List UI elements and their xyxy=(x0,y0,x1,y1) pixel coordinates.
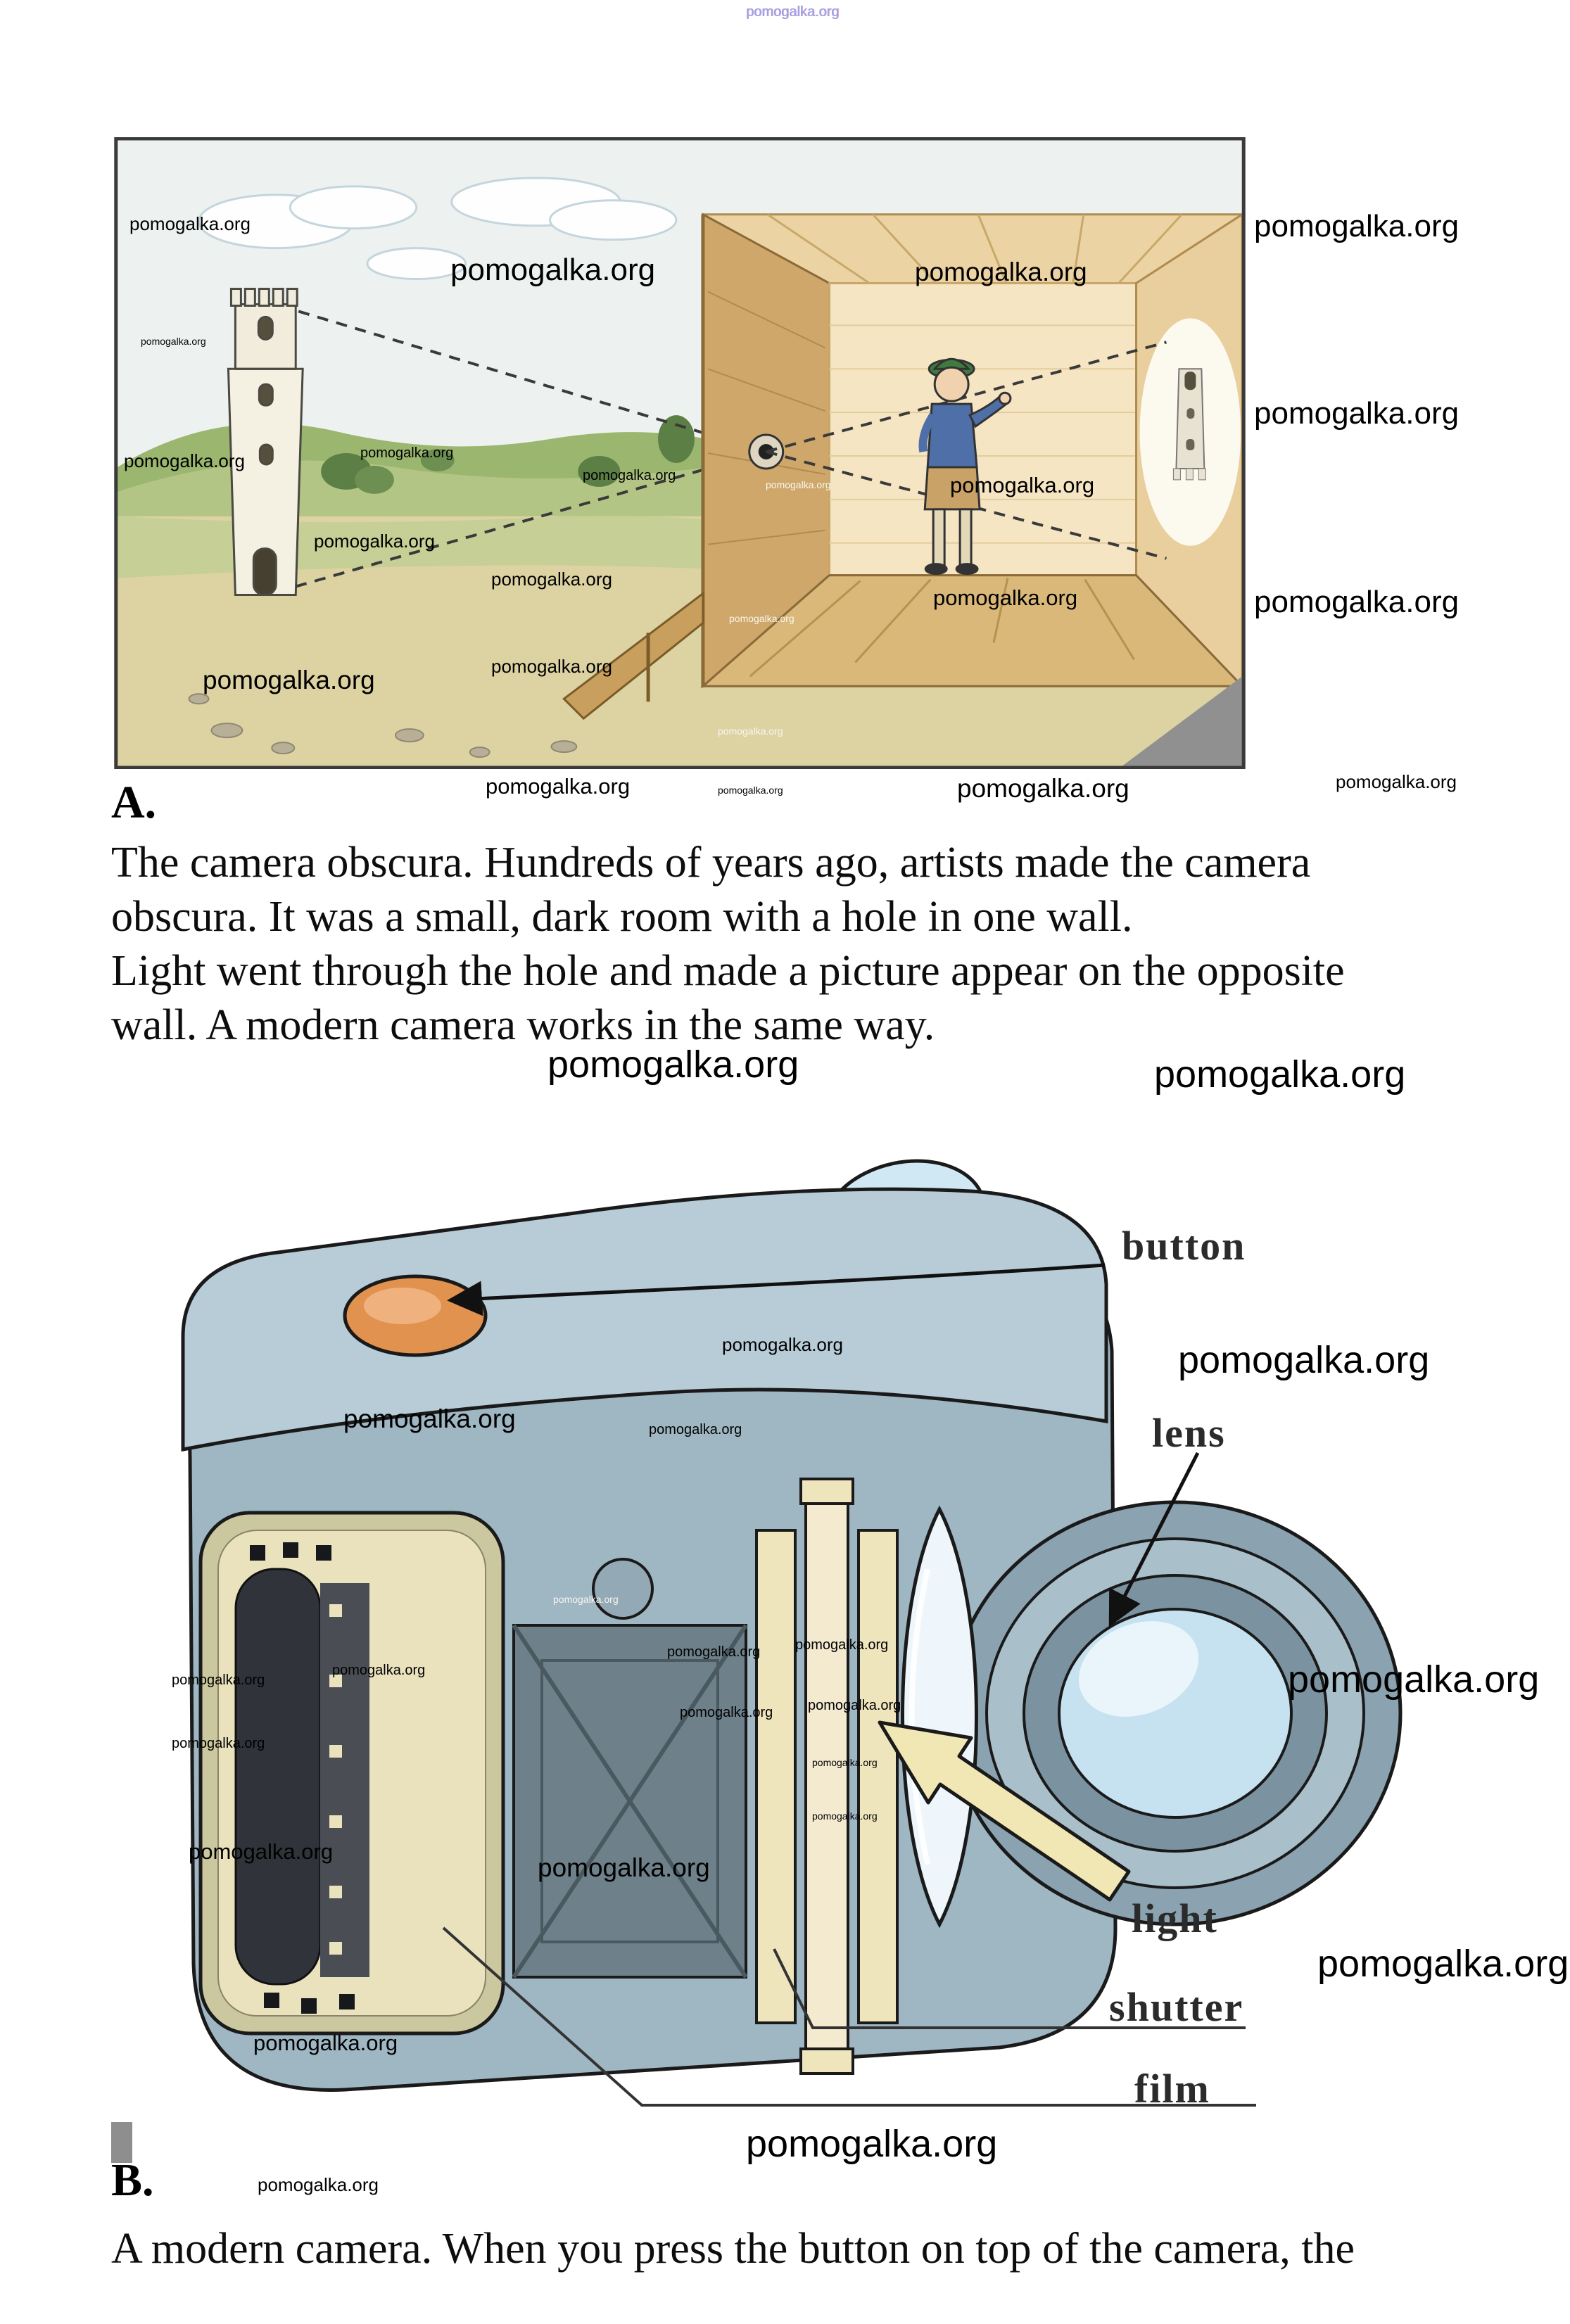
watermark: pomogalka.org xyxy=(812,1810,878,1822)
watermark: pomogalka.org xyxy=(729,613,795,624)
watermark: pomogalka.org xyxy=(957,774,1129,803)
camera-obscura-svg xyxy=(114,137,1246,769)
artist-figure xyxy=(918,357,1012,576)
watermark: pomogalka.org xyxy=(547,1043,799,1086)
watermark: pomogalka.org xyxy=(746,2123,998,2165)
watermark: pomogalka.org xyxy=(915,258,1087,286)
film-spool xyxy=(234,1568,322,1986)
label-leader-lines xyxy=(442,1263,1256,2107)
film-line xyxy=(442,1926,1256,2107)
room-floor xyxy=(699,574,1245,687)
watermark: pomogalka.org xyxy=(258,2174,379,2195)
section-a-line-2: obscura. It was a small, dark room with … xyxy=(111,893,1133,941)
label-film: film xyxy=(1134,2066,1210,2112)
film-strip xyxy=(320,1583,369,1977)
camera-top-deck xyxy=(181,1187,1108,1452)
section-a-paragraph: The camera obscura. Hundreds of years ag… xyxy=(111,836,1345,1053)
watermark: pomogalka.org xyxy=(124,450,245,471)
watermark: pomogalka.org xyxy=(332,1663,426,1678)
camera-obscura-illustration xyxy=(113,137,1247,769)
watermark: pomogalka.org xyxy=(1178,1339,1430,1381)
watermark: pomogalka.org xyxy=(1254,209,1460,243)
shutter-line xyxy=(773,1948,1246,2029)
section-a-line-1: The camera obscura. Hundreds of years ag… xyxy=(111,839,1311,887)
room-back-wall xyxy=(828,282,1138,577)
watermark: pomogalka.org xyxy=(933,585,1078,610)
watermark: pomogalka.org xyxy=(718,725,783,737)
shutter-plates xyxy=(755,1478,899,2075)
clouds xyxy=(198,177,678,281)
watermark: pomogalka.org xyxy=(129,213,251,234)
watermark: pomogalka.org xyxy=(450,253,656,287)
section-a-line-3: Light went through the hole and made a p… xyxy=(111,947,1345,995)
watermark: pomogalka.org xyxy=(1317,1943,1569,1985)
watermark: pomogalka.org xyxy=(314,531,435,552)
watermark: pomogalka.org xyxy=(795,1637,889,1653)
section-b-paragraph: A modern camera. When you press the butt… xyxy=(111,2222,1355,2276)
light-rays-outside xyxy=(295,310,767,588)
label-button: button xyxy=(1122,1223,1246,1269)
watermark: pomogalka.org xyxy=(718,785,783,796)
watermark: pomogalka.org xyxy=(808,1698,901,1713)
watermark: pomogalka.org xyxy=(538,1853,710,1882)
watermark: pomogalka.org xyxy=(141,336,206,347)
section-b-line-1: A modern camera. When you press the butt… xyxy=(111,2225,1355,2273)
shutter-button xyxy=(343,1274,488,1357)
watermark: pomogalka.org xyxy=(343,1404,516,1433)
watermark: pomogalka.org xyxy=(486,774,631,799)
watermark: pomogalka.org xyxy=(812,1757,878,1768)
label-lens: lens xyxy=(1152,1410,1226,1456)
stones xyxy=(188,693,578,758)
projected-image xyxy=(1139,318,1241,546)
watermark: pomogalka.org xyxy=(189,1839,334,1864)
watermark: pomogalka.org xyxy=(766,479,831,490)
section-b-label: B. xyxy=(111,2154,154,2206)
watermark: pomogalka.org xyxy=(950,473,1095,497)
watermark: pomogalka.org xyxy=(583,468,676,483)
section-a-label: A. xyxy=(111,777,157,828)
mirror-box xyxy=(512,1558,748,1979)
watermark: pomogalka.org xyxy=(667,1644,761,1660)
watermark: pomogalka.org xyxy=(360,445,454,461)
watermark: pomogalka.org xyxy=(553,1594,619,1605)
watermark: pomogalka.org xyxy=(722,1334,843,1355)
watermark: pomogalka.org xyxy=(1254,585,1460,619)
watermark: pomogalka.org xyxy=(491,569,612,590)
button-arrow xyxy=(447,1263,1106,1316)
lens-barrel xyxy=(948,1500,1403,1926)
watermark: pomogalka.org xyxy=(491,656,612,677)
watermark: pomogalka.org xyxy=(253,2031,398,2055)
watermark: pomogalka.org xyxy=(680,1705,773,1720)
light-arrow xyxy=(878,1720,1131,1902)
watermark: pomogalka.org xyxy=(1336,771,1457,792)
obscura-room xyxy=(699,212,1246,689)
watermark: pomogalka.org xyxy=(1154,1053,1406,1096)
watermark: pomogalka.org xyxy=(203,666,375,694)
ramp xyxy=(562,591,704,720)
label-light: light xyxy=(1132,1896,1218,1941)
film-chamber xyxy=(198,1511,505,2036)
modern-camera-illustration xyxy=(120,1119,1471,2174)
modern-camera-svg xyxy=(181,1159,1403,2107)
lens-element xyxy=(901,1505,978,1929)
watermark: pomogalka.org xyxy=(1254,396,1460,431)
watermark: pomogalka.org xyxy=(649,1422,742,1437)
viewfinder-optic xyxy=(592,1558,654,1620)
figure-frame xyxy=(114,137,1246,769)
page-watermark-top: pomogalka.org xyxy=(746,4,840,20)
watermark: pomogalka.org xyxy=(1288,1658,1540,1701)
section-a-line-4: wall. A modern camera works in the same … xyxy=(111,1001,935,1049)
tower xyxy=(227,288,304,597)
gray-block xyxy=(111,2122,132,2163)
lens-arrow xyxy=(1108,1452,1200,1627)
watermark: pomogalka.org xyxy=(172,1672,265,1688)
label-shutter: shutter xyxy=(1109,1984,1244,2030)
watermark: pomogalka.org xyxy=(172,1736,265,1751)
